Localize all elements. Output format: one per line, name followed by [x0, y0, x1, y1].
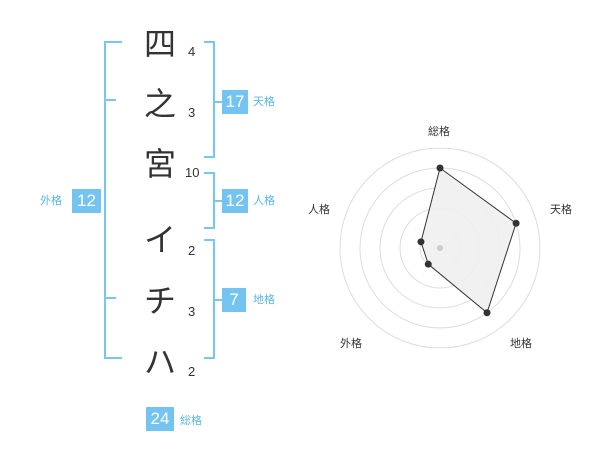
name-char-3: 宮 — [143, 145, 176, 183]
radar-point-5 — [417, 238, 425, 246]
stroke-count-6: 2 — [188, 364, 196, 379]
gaikaku-label: 外格 — [40, 194, 62, 207]
tenkaku-value: 17 — [222, 90, 248, 114]
radar-label-jinkaku: 人格 — [308, 203, 330, 216]
tenkaku-label: 天格 — [253, 95, 275, 108]
chikaku-value: 7 — [222, 288, 246, 312]
name-char-5: チ — [143, 282, 176, 320]
radar-point-1 — [436, 164, 444, 172]
chikaku-label: 地格 — [253, 293, 275, 306]
stroke-count-2: 3 — [188, 105, 196, 120]
stroke-count-3: 10 — [185, 165, 200, 180]
radar-ring-5 — [339, 147, 541, 349]
radar-label-soukaku: 総格 — [428, 125, 450, 138]
soukaku-label: 総格 — [180, 414, 202, 427]
radar-point-2 — [512, 219, 520, 227]
radar-label-tenkaku: 天格 — [550, 203, 572, 216]
radar-label-chikaku: 地格 — [510, 337, 532, 350]
radar-point-4 — [424, 260, 432, 268]
soukaku-value: 24 — [146, 407, 174, 431]
radar-polygon — [420, 167, 517, 314]
name-char-6: ハ — [143, 343, 176, 381]
stroke-count-4: 2 — [188, 243, 196, 258]
name-char-2: 之 — [143, 85, 176, 123]
radar-label-gaikaku: 外格 — [340, 337, 362, 350]
jinkaku-label: 人格 — [253, 194, 275, 207]
stroke-count-5: 3 — [188, 304, 196, 319]
name-char-1: 四 — [143, 25, 176, 63]
gaikaku-value: 12 — [72, 189, 101, 213]
radar-center-dot — [437, 245, 443, 251]
name-char-4: イ — [143, 221, 176, 259]
jinkaku-value: 12 — [222, 189, 248, 213]
radar-point-3 — [483, 309, 491, 317]
radar-dots — [417, 164, 520, 317]
radar-shape — [420, 167, 517, 314]
stroke-count-1: 4 — [188, 44, 196, 59]
